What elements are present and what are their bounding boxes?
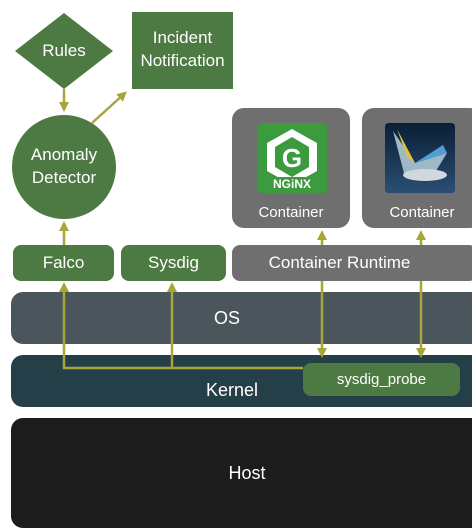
nginx-hexagon-icon: G <box>267 129 317 185</box>
falco-box: Falco <box>13 245 114 281</box>
os-label: OS <box>213 307 240 328</box>
falco-label: Falco <box>42 253 85 272</box>
host-label: Host <box>228 462 266 483</box>
container-app: Container <box>362 108 472 228</box>
arrow-anomaly-incident <box>91 91 127 124</box>
nginx-wordmark: NGiNX <box>257 177 327 191</box>
nginx-letter: G <box>282 143 302 173</box>
container-nginx: G NGiNX Container <box>232 108 350 228</box>
app-icon <box>385 123 455 193</box>
container2-label: Container <box>389 203 455 221</box>
sysdig-box: Sysdig <box>121 245 226 281</box>
anomaly-label: Anomaly Detector <box>30 145 98 187</box>
container1-label: Container <box>258 203 324 221</box>
anomaly-circle <box>12 115 116 219</box>
container-runtime-label: Container Runtime <box>268 253 411 272</box>
sysdig-label: Sysdig <box>147 253 200 272</box>
kernel-label: Kernel <box>205 379 259 400</box>
sysdig-probe-box: sysdig_probe <box>303 363 460 396</box>
os-layer: OS <box>11 292 472 344</box>
incident-label: Incident Notification <box>140 28 225 70</box>
incident-box <box>132 12 233 89</box>
sysdig-probe-label: sysdig_probe <box>336 371 427 388</box>
arrow-probe-falco <box>59 282 303 370</box>
host-layer: Host <box>11 418 472 528</box>
container-runtime-box: Container Runtime <box>232 245 472 281</box>
rules-label: Rules <box>42 41 86 60</box>
nginx-logo: G NGiNX <box>257 123 327 193</box>
rules-diamond <box>15 13 113 89</box>
app-logo <box>385 123 455 193</box>
